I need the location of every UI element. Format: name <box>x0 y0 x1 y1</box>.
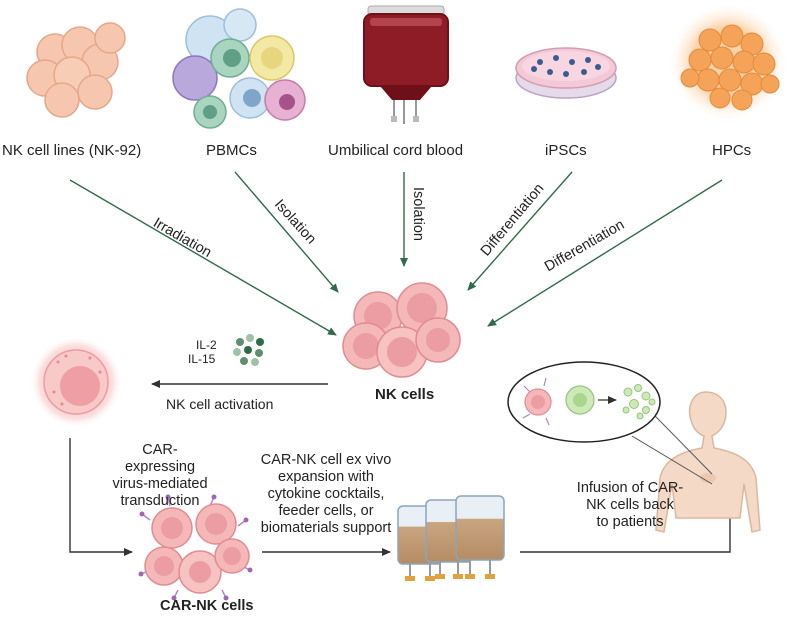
source-label-pbmc: PBMCs <box>206 142 257 159</box>
pbmc-cells-icon <box>172 8 306 129</box>
cytokine-dots-icon <box>233 334 264 366</box>
car-nk-cluster-icon <box>138 494 253 601</box>
patient-body-icon <box>655 391 761 533</box>
source-label-nk92: NK cell lines (NK-92) <box>2 142 142 159</box>
arrow-pbmc <box>234 171 339 293</box>
petri-dish-icon <box>515 47 617 99</box>
activated-nk-cell-icon <box>30 336 122 428</box>
source-label-ipsc: iPSCs <box>545 142 587 159</box>
infusion-label: Infusion of CAR- NK cells back to patien… <box>576 480 684 530</box>
blood-bag-icon <box>363 5 449 124</box>
arrow-hpc <box>487 179 723 327</box>
culture-bags-icon <box>397 495 505 581</box>
zoom-line-lower <box>631 435 713 485</box>
nk92-cluster-icon <box>26 22 126 118</box>
activation-label: NK cell activation <box>166 396 274 412</box>
infusion-arrow <box>520 509 734 553</box>
cytokine-il15: IL-15 <box>188 352 216 366</box>
transduction-label: CAR- expressing virus-mediated transduct… <box>112 442 208 509</box>
expansion-label: CAR-NK cell ex vivo expansion with cytok… <box>260 452 392 536</box>
transduction-arrow <box>69 438 133 556</box>
cytokine-il2: IL-2 <box>196 338 217 352</box>
arrow-label-isolation-ucb: Isolation <box>410 186 427 242</box>
source-label-ucb: Umbilical cord blood <box>328 142 464 159</box>
nk-cells-cluster-icon <box>342 282 461 378</box>
hpc-cluster-icon <box>670 4 786 120</box>
car-nk-label: CAR-NK cells <box>160 598 254 614</box>
arrow-nk92 <box>69 179 337 336</box>
tumor-killing-inset <box>507 361 661 443</box>
source-label-hpc: HPCs <box>712 142 752 159</box>
source-arrows <box>69 171 723 336</box>
arrow-ipsc <box>467 171 573 291</box>
nk-cells-label: NK cells <box>375 386 435 403</box>
